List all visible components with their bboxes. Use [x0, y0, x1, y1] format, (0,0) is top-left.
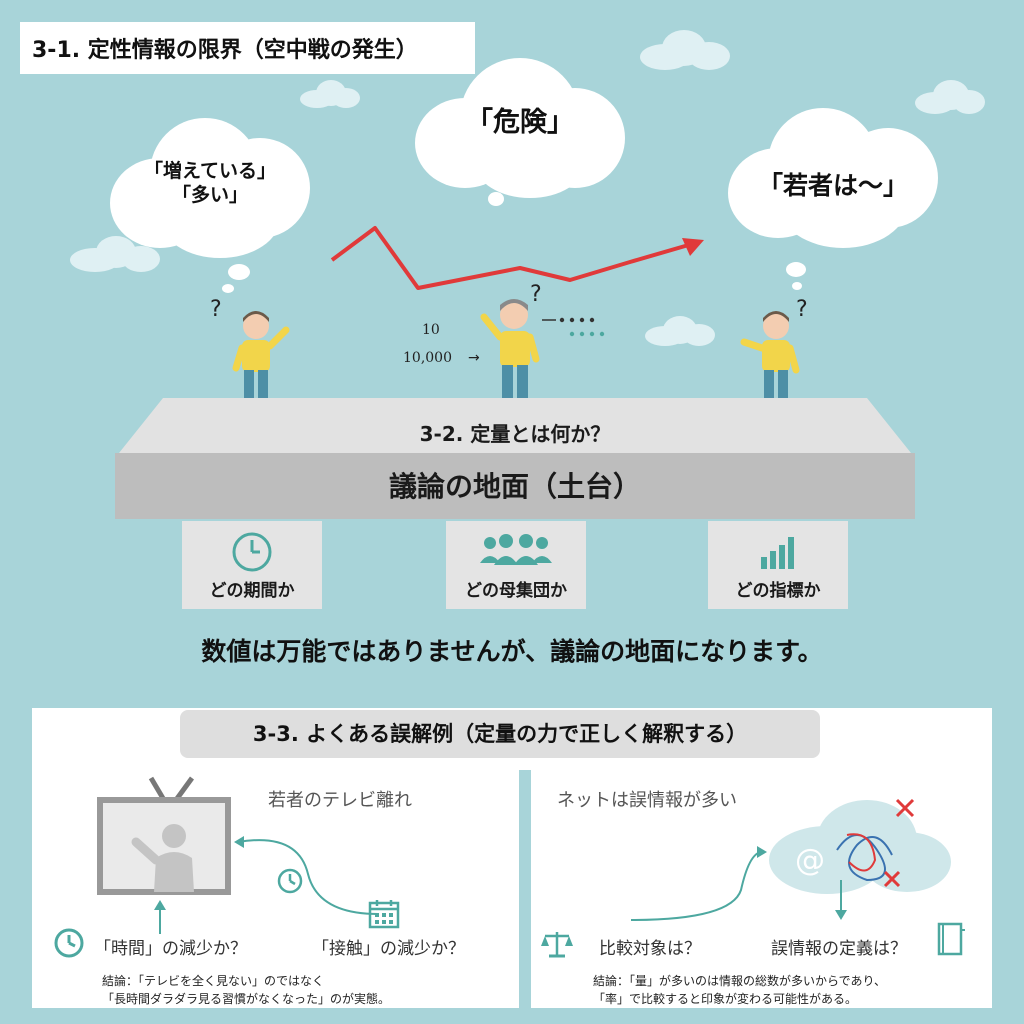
person-center: ?	[480, 282, 542, 410]
background-cloud	[645, 316, 715, 346]
example-tv: 若者のテレビ離れ 「時間」の減少か？ 「接触」の減少か？ 結論：「テレビを全く見	[32, 770, 519, 1006]
conclusion-line: 「長時間ダラダラ見る習慣がなくなった」のが実態。	[102, 992, 391, 1006]
scale-icon	[541, 932, 573, 958]
pillar-label: どの母集団か	[465, 581, 567, 601]
speech-text-many: 「多い」	[171, 183, 248, 206]
tv-icon	[97, 776, 231, 895]
calendar-icon	[368, 900, 400, 929]
conclusion-line: 結論：「テレビを全く見ない」のではなく	[102, 974, 325, 988]
background-cloud	[70, 236, 160, 272]
conclusion: 結論：「量」が多いのは情報の総数が多いからであり、 「率」で比較すると印象が変わ…	[593, 972, 886, 1008]
question-definition: 誤情報の定義は？	[771, 939, 907, 959]
pillar-metric: どの指標か	[708, 521, 848, 609]
platform-front	[115, 453, 915, 519]
clock-icon	[232, 532, 272, 572]
conclusion-line: 「率」で比較すると印象が変わる可能性がある。	[593, 992, 858, 1006]
example-internet: ネットは誤情報が多い @ 比較対象は？ 誤情報の定義は？ 結論：「量」が多いのは…	[531, 770, 992, 1006]
speech-text-danger: 「危険」	[466, 107, 574, 138]
thought-dot	[222, 284, 234, 293]
people-icon	[480, 534, 552, 565]
thought-dot	[488, 192, 504, 206]
thought-dot	[786, 262, 806, 277]
bar-chart-icon	[761, 537, 794, 569]
pillar-period: どの期間か	[182, 521, 322, 609]
person-left: ?	[210, 297, 290, 414]
question-time: 「時間」の減少か？	[94, 939, 247, 959]
speech-cloud-left: 「増えている」 「多い」	[110, 108, 310, 258]
background-cloud	[915, 80, 985, 114]
background-cloud	[640, 30, 730, 70]
trend-arrow	[330, 226, 704, 290]
small-clock-icon	[277, 868, 303, 894]
speech-cloud-center: 「危険」	[415, 58, 625, 208]
section-3-2-title: 3-2. 定量とは何か？	[419, 422, 611, 446]
pillar-population: どの母集団か	[446, 521, 586, 609]
conclusion: 結論：「テレビを全く見ない」のではなく 「長時間ダラダラ見る習慣がなくなった」の…	[102, 972, 390, 1008]
svg-text:?: ?	[210, 297, 222, 322]
cloud-misinfo-icon: @	[769, 798, 951, 894]
pillar-label: どの指標か	[735, 581, 821, 601]
number-large: 10,000	[403, 350, 452, 366]
section-3-3-title: 3-3. よくある誤解例（定量の力で正しく解釈する）	[180, 710, 820, 758]
flow-arrows	[154, 836, 379, 934]
thought-dot	[792, 282, 802, 290]
platform-label: 議論の地面（土台）	[388, 470, 641, 503]
pillar-label: どの期間か	[209, 581, 295, 601]
thought-dot	[228, 264, 250, 280]
conclusion-line: 結論：「量」が多いのは情報の総数が多いからであり、	[593, 974, 887, 988]
question-comparison: 比較対象は？	[599, 939, 701, 959]
platform-top	[115, 398, 915, 458]
book-icon	[937, 922, 965, 956]
person-right: ?	[740, 297, 808, 414]
dots-icon	[542, 317, 605, 337]
svg-text:@: @	[795, 843, 825, 878]
flow-arrows	[630, 846, 847, 921]
section-3-1-title: 3-1. 定性情報の限界（空中戦の発生）	[20, 22, 475, 74]
question-contact: 「接触」の減少か？	[312, 939, 465, 959]
panel-divider	[519, 770, 531, 1008]
speech-text-increasing: 「増えている」	[143, 160, 277, 182]
example-heading: ネットは誤情報が多い	[557, 790, 737, 811]
svg-text:?: ?	[530, 282, 542, 307]
background-cloud	[300, 80, 360, 108]
clock-icon	[54, 928, 84, 958]
statement: 数値は万能ではありませんが、議論の地面になります。	[201, 637, 823, 666]
speech-text-youth: 「若者は〜」	[757, 171, 908, 200]
example-heading: 若者のテレビ離れ	[268, 790, 412, 811]
arrow-right-icon: →	[468, 350, 480, 366]
svg-text:?: ?	[796, 297, 808, 322]
speech-cloud-right: 「若者は〜」	[728, 98, 938, 248]
number-small: 10	[422, 322, 440, 338]
